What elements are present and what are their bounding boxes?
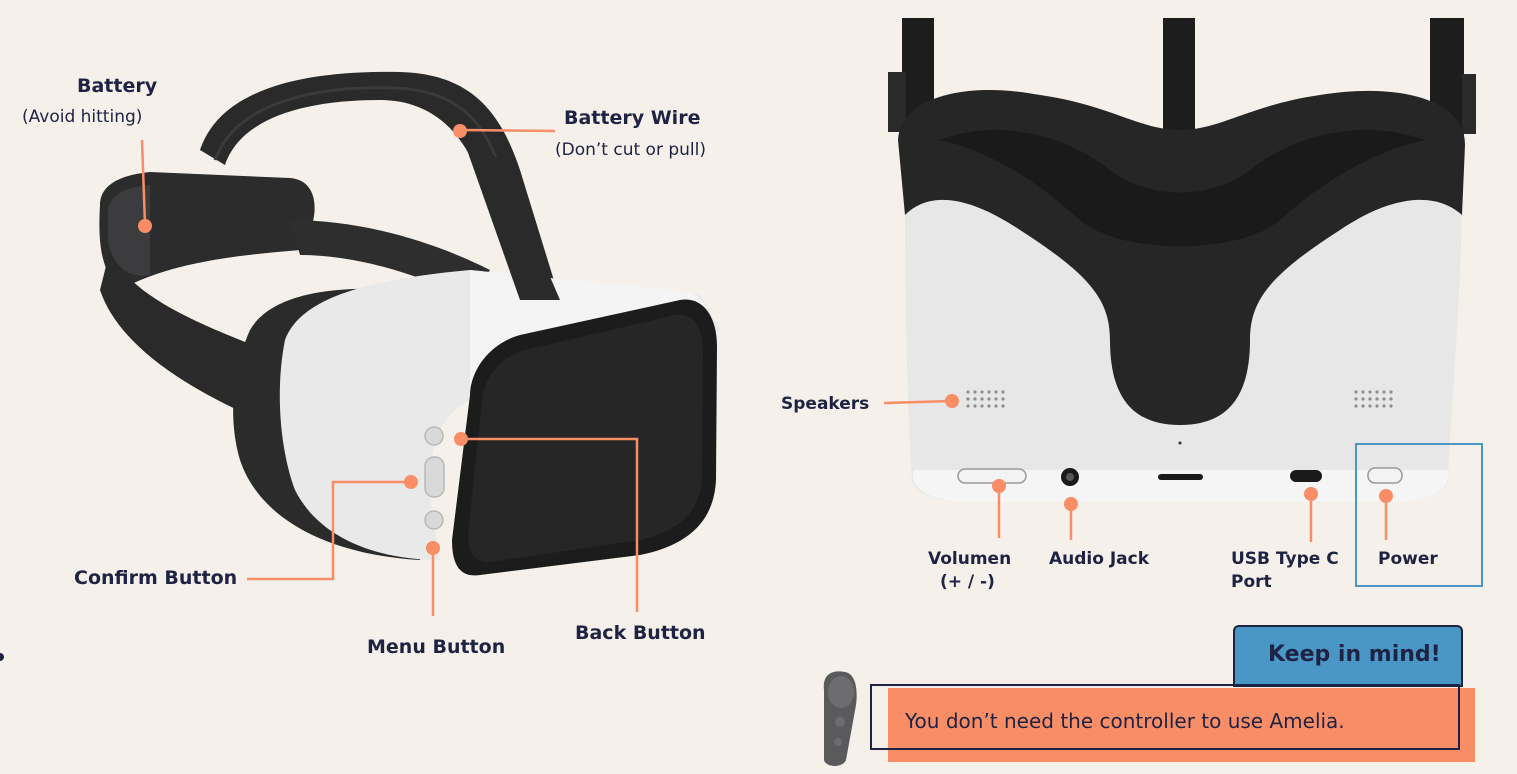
usb-port-label-line1: USB Type C bbox=[1231, 549, 1339, 569]
keep-in-mind-title: Keep in mind! bbox=[1268, 642, 1441, 667]
battery-wire-note: (Don’t cut or pull) bbox=[555, 140, 706, 160]
battery-wire-label: Battery Wire bbox=[564, 107, 701, 129]
back-button-label: Back Button bbox=[575, 622, 706, 644]
note-outline bbox=[870, 684, 1460, 750]
right-callout-dots bbox=[945, 394, 1393, 511]
headset-bottom-view bbox=[888, 18, 1476, 502]
confirm-button-label: Confirm Button bbox=[74, 567, 238, 589]
left-callout-lines bbox=[140, 128, 639, 616]
menu-button-label: Menu Button bbox=[367, 636, 506, 658]
battery-label: Battery bbox=[77, 75, 158, 97]
power-highlight-box bbox=[1355, 443, 1483, 587]
headset-side-view bbox=[99, 71, 720, 576]
volume-note: (+ / -) bbox=[940, 572, 995, 592]
controller-illustration bbox=[823, 671, 857, 766]
usb-port-label-line2: Port bbox=[1231, 572, 1272, 592]
note-text: You don’t need the controller to use Ame… bbox=[905, 709, 1345, 733]
keep-in-mind-tab bbox=[1233, 625, 1463, 687]
right-callout-lines bbox=[883, 399, 1388, 542]
power-label: Power bbox=[1378, 549, 1438, 569]
volume-label: Volumen bbox=[928, 549, 1012, 569]
audio-jack-label: Audio Jack bbox=[1049, 549, 1150, 569]
speakers-label: Speakers bbox=[781, 394, 870, 414]
edge-dot bbox=[0, 653, 4, 661]
left-callout-dots bbox=[138, 124, 468, 555]
battery-note: (Avoid hitting) bbox=[22, 107, 143, 127]
